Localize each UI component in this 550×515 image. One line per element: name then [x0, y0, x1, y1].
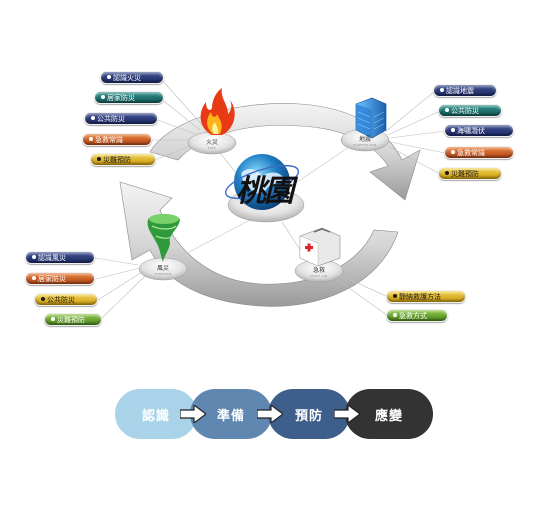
bullet-icon	[89, 137, 93, 141]
quake-link-4[interactable]: 急救常識	[444, 146, 514, 159]
quake-link-2[interactable]: 公共防災	[438, 104, 502, 117]
bullet-icon	[451, 150, 455, 154]
quake-node-sub: EARTHQUAKE	[353, 143, 377, 147]
typhoon-link-1[interactable]: 認識風災	[25, 251, 95, 264]
bullet-icon	[445, 108, 449, 112]
tornado-icon	[147, 214, 180, 262]
bullet-icon	[445, 171, 449, 175]
bullet-icon	[440, 88, 444, 92]
quake-link-1[interactable]: 認識地震	[433, 84, 497, 97]
typhoon-link-4[interactable]: 災難預防	[44, 313, 102, 326]
fire-node-label: 火災	[205, 139, 218, 146]
quake-link-3[interactable]: 海嘯潛伏	[444, 124, 514, 137]
quake-link-5[interactable]: 災難預防	[438, 167, 502, 180]
bullet-icon	[41, 297, 45, 301]
first-aid-kit-icon	[299, 227, 341, 267]
typhoon-node-sub: TYPHOON	[154, 272, 172, 276]
bullet-icon	[91, 116, 95, 120]
fire-link-4[interactable]: 急救常識	[82, 133, 152, 146]
bullet-icon	[393, 294, 397, 298]
bullet-icon	[451, 128, 455, 132]
fire-node-sub: FIRE	[208, 146, 216, 150]
firstaid-node-label: 急救	[312, 267, 325, 274]
typhoon-link-3[interactable]: 公共防災	[34, 293, 98, 306]
fire-link-5[interactable]: 災難預防	[90, 153, 156, 166]
bullet-icon	[393, 313, 397, 317]
fire-link-2[interactable]: 居家防災	[94, 91, 164, 104]
bullet-icon	[97, 157, 101, 161]
center-logo: 桃園	[236, 174, 294, 209]
building-icon	[355, 97, 387, 139]
firstaid-link-1[interactable]: 靜納救護方法	[386, 290, 466, 303]
arrow-right-icon	[334, 405, 360, 423]
globe-icon	[224, 154, 300, 210]
bullet-icon	[101, 95, 105, 99]
fire-link-1[interactable]: 認識火災	[100, 71, 164, 84]
bullet-icon	[107, 75, 111, 79]
arrow-right-icon	[180, 405, 206, 423]
firstaid-node-sub: FIRST AID	[310, 274, 328, 278]
bullet-icon	[51, 317, 55, 321]
typhoon-link-2[interactable]: 居家防災	[25, 272, 95, 285]
fire-link-3[interactable]: 公共防災	[84, 112, 158, 125]
firstaid-link-2[interactable]: 急救方式	[386, 309, 448, 322]
bullet-icon	[32, 276, 36, 280]
arrow-right-icon	[257, 405, 283, 423]
typhoon-node-label: 風災	[156, 265, 169, 272]
fire-icon	[200, 88, 235, 135]
bullet-icon	[32, 255, 36, 259]
quake-node-label: 地震	[358, 136, 371, 143]
